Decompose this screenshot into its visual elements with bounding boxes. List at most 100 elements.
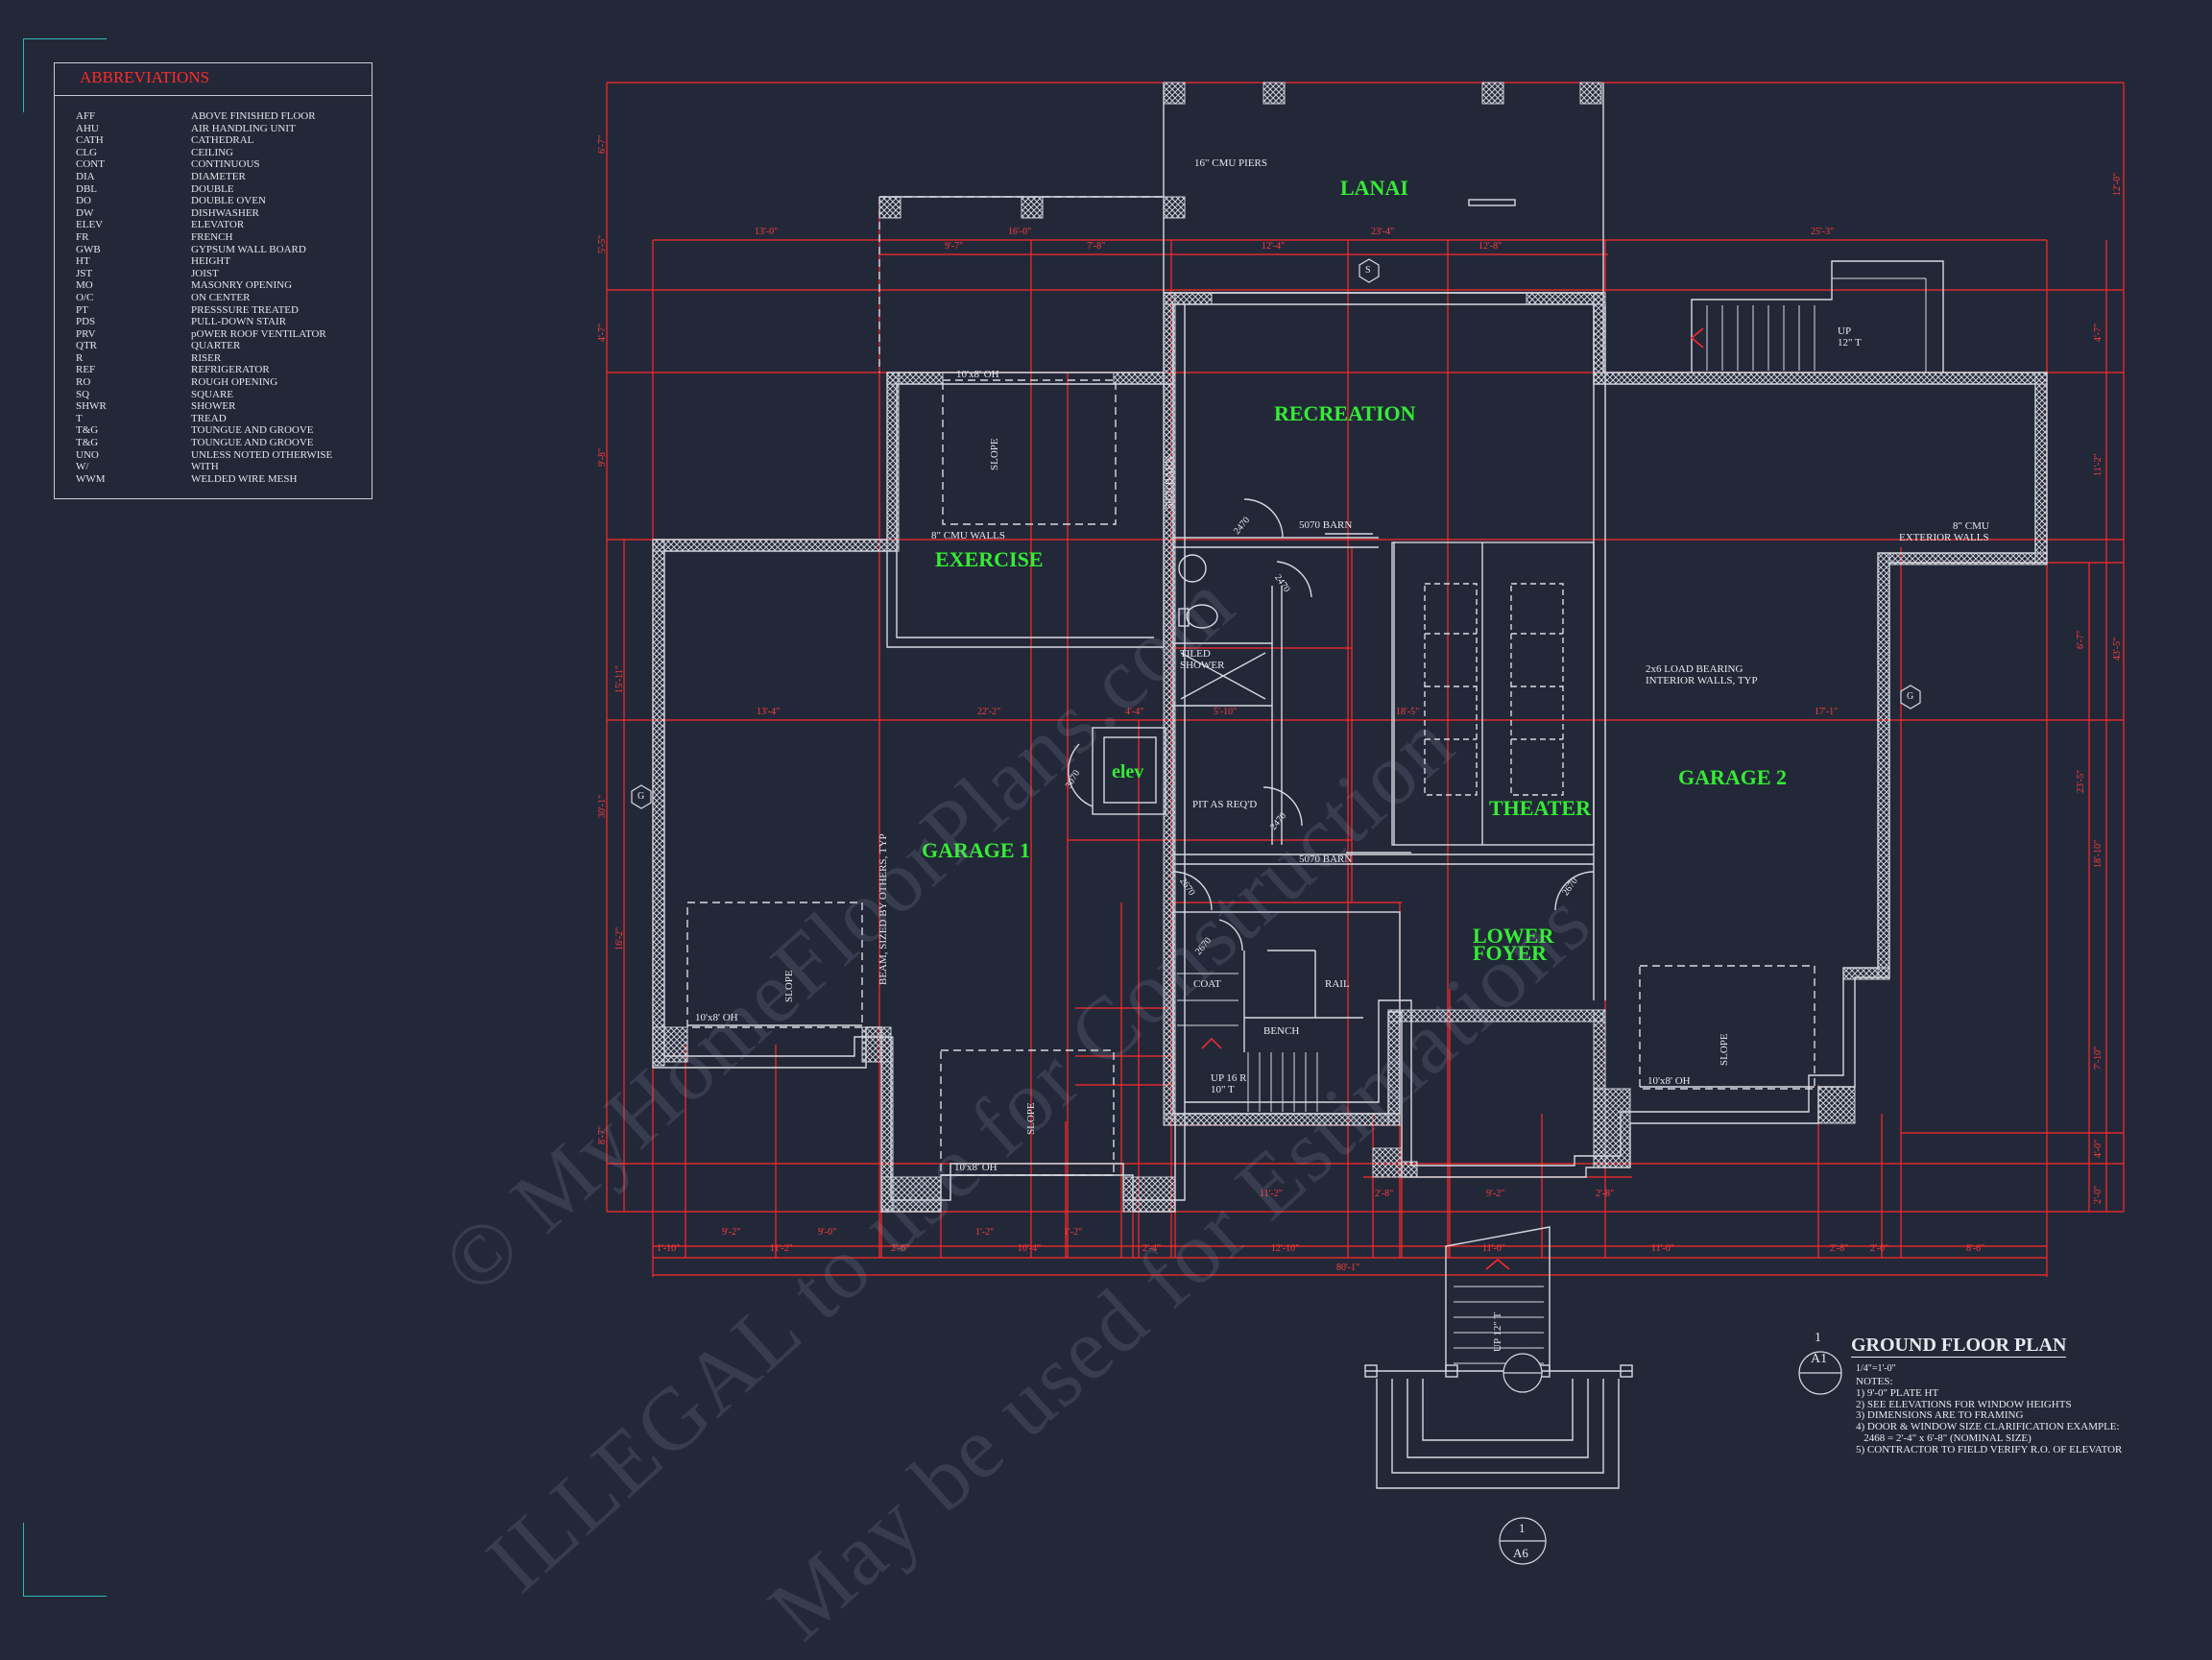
drawing-note: 1) 9'-0" PLATE HT — [1856, 1386, 1939, 1399]
dim-mid-5: 18'-5" — [1396, 707, 1420, 717]
dim-bottom-1: 1'-10" — [657, 1243, 681, 1254]
barn-door-vertical: 5070 BARN — [1164, 455, 1175, 509]
abbreviation-key: AFF — [76, 110, 96, 122]
abbreviation-key: T&G — [76, 424, 99, 437]
dim-right-9: 2'-0" — [2093, 1185, 2104, 1204]
dim-left-1: 6'-7" — [597, 134, 608, 154]
cmu-exterior-note-line1: 8" CMU — [1953, 520, 1989, 532]
tags — [631, 258, 1921, 1565]
dim-mid-2: 22'-2" — [977, 707, 1001, 717]
drawing-title: GROUND FLOOR PLAN — [1851, 1335, 2067, 1358]
coat-closet-label: COAT — [1193, 978, 1221, 990]
abbreviation-meaning: SHOWER — [191, 400, 236, 413]
drawing-note: 3) DIMENSIONS ARE TO FRAMING — [1856, 1409, 2024, 1422]
abbreviation-row: DW DISHWASHER — [76, 207, 364, 220]
abbreviations-title: ABBREVIATIONS — [55, 63, 372, 96]
dim-bottom-14: 8'-6" — [1966, 1243, 1985, 1254]
abbreviation-key: JST — [76, 267, 93, 279]
dim-bottom-9: 2'-4" — [1142, 1243, 1162, 1254]
dim-bottom-12: 2'-8" — [1830, 1243, 1849, 1254]
dim-mid-4: 5'-10" — [1214, 707, 1238, 717]
frame-corner-top-left — [23, 38, 107, 112]
abbreviation-meaning: WELDED WIRE MESH — [191, 472, 298, 485]
dim-bottom-10: 12'-10" — [1271, 1243, 1300, 1254]
abbreviation-meaning: DIAMETER — [191, 170, 246, 182]
dim-bottom-7: 10'-4" — [1018, 1243, 1042, 1254]
abbreviation-row: WWM WELDED WIRE MESH — [76, 473, 364, 486]
dim-bottom-13: 2'-0" — [1870, 1243, 1889, 1254]
abbreviation-key: CLG — [76, 146, 97, 158]
room-elevator: elev — [1112, 761, 1144, 782]
dim-bottom-2: 9'-2" — [722, 1227, 741, 1238]
abbreviation-row: W/WITH — [76, 461, 364, 473]
frame-corner-bottom-left — [23, 1523, 107, 1597]
dim-right-2: 4'-7" — [2093, 323, 2104, 342]
abbreviation-key: CATH — [76, 134, 104, 147]
section-marker-number: 1 — [1519, 1521, 1526, 1535]
abbreviation-key: DBL — [76, 182, 97, 195]
overhead-door-garage1-left: 10'x8' OH — [695, 1012, 738, 1023]
bench-label: BENCH — [1263, 1025, 1300, 1037]
dim-left-6: 30'-1" — [597, 794, 608, 818]
dim-overall-width: 80'-1" — [1336, 1263, 1360, 1273]
abbreviation-meaning: RISER — [191, 351, 222, 364]
dim-inner-4: 2'-8" — [1596, 1189, 1615, 1199]
gas-tag-left: G — [637, 791, 645, 802]
dim-left-5: 15'-11" — [614, 665, 625, 693]
abbreviation-key: DW — [76, 206, 94, 219]
dim-mid-3: 4'-4" — [1125, 707, 1144, 717]
abbreviation-key: WWM — [76, 472, 106, 485]
title-block-number: 1 — [1815, 1331, 1821, 1345]
dim-right-7: 7'-10" — [2093, 1046, 2104, 1070]
abbreviation-meaning: TREAD — [191, 412, 227, 424]
slope-label-garage2: SLOPE — [1719, 1033, 1730, 1066]
dim-left-2: 5'-5" — [597, 234, 608, 253]
abbreviation-meaning: DISHWASHER — [191, 206, 259, 219]
dim-top-1: 13'-0" — [755, 227, 779, 237]
dim-bottom-8: 1'-2" — [1064, 1227, 1083, 1238]
abbreviation-key: UNO — [76, 448, 99, 461]
barn-door-bottom: 5070 BARN — [1299, 854, 1353, 865]
dim-sub-1: 9'-7" — [945, 241, 964, 252]
abbreviation-key: SQ — [76, 388, 90, 400]
abbreviation-meaning: CONTINUOUS — [191, 158, 260, 171]
abbreviation-key: T — [76, 412, 83, 424]
abbreviation-meaning: GYPSUM WALL BOARD — [191, 243, 306, 255]
abbreviation-row: T TREAD — [76, 413, 364, 425]
abbreviation-key: DO — [76, 195, 91, 207]
dim-left-4: 9'-8" — [597, 447, 608, 467]
section-marker-sheet: A6 — [1513, 1546, 1528, 1560]
room-theater: THEATER — [1489, 796, 1591, 820]
dim-left-7: 16'-2" — [614, 926, 625, 950]
room-lanai: LANAI — [1340, 176, 1408, 200]
abbreviation-meaning: SQUARE — [191, 388, 234, 400]
tiled-shower-line2: SHOWER — [1180, 660, 1225, 671]
dim-bottom-3: 11'-2" — [770, 1243, 793, 1254]
gas-tag-right: G — [1907, 691, 1914, 702]
abbreviation-meaning: ON CENTER — [191, 291, 251, 303]
dim-bottom-6: 1'-2" — [975, 1227, 995, 1238]
abbreviation-meaning: PRESSSURE TREATED — [191, 303, 299, 316]
overhead-door-garage2: 10'x8' OH — [1647, 1075, 1691, 1087]
abbreviation-meaning: CATHEDRAL — [191, 134, 254, 147]
dim-right-1: 12'-0" — [2112, 172, 2123, 196]
stair-arrows — [1201, 327, 1704, 1270]
abbreviation-meaning: ROUGH OPENING — [191, 376, 278, 389]
dim-bottom-5: 2'-6" — [891, 1243, 910, 1254]
abbreviation-key: REF — [76, 364, 96, 376]
cmu-walls-note: 8" CMU WALLS — [931, 530, 1006, 541]
